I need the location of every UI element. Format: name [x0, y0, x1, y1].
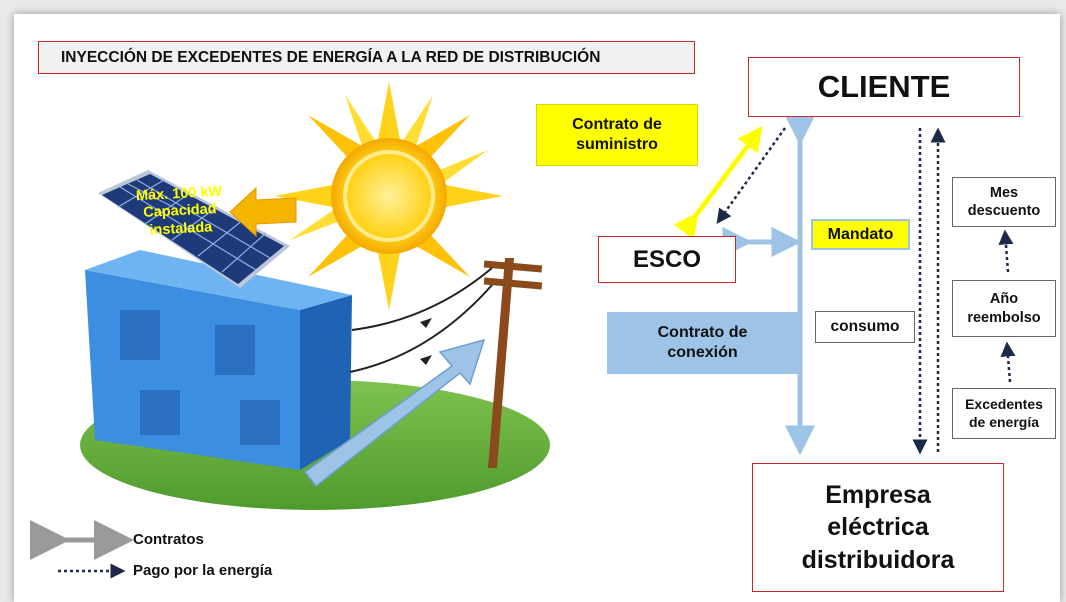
connection-contract-box: Contrato de conexión — [607, 312, 798, 374]
supply-contract-box: Contrato de suministro — [536, 104, 698, 166]
reembolso-to-descuento-arrow — [998, 229, 1014, 273]
supply-contract-line-1: Contrato de — [572, 116, 662, 133]
supply-contract-arrow — [673, 125, 763, 240]
energy-surplus-box: Excedentes de energía — [952, 388, 1056, 439]
yearly-refund-box: Año reembolso — [952, 280, 1056, 337]
power-line-1 — [351, 267, 493, 331]
mandate-label: Mandato — [827, 225, 894, 243]
consumption-label: consumo — [830, 318, 900, 336]
utility-company-line-1: Empresa — [825, 480, 931, 509]
power-line-2 — [349, 284, 493, 373]
connection-contract-line-2: conexión — [667, 344, 738, 361]
energy-surplus-line-1: Excedentes — [965, 396, 1043, 412]
injection-arrow — [303, 338, 486, 488]
utility-company-line-2: eléctrica — [827, 513, 929, 542]
mandate-box: Mandato — [811, 219, 910, 250]
utility-pole-icon — [483, 258, 543, 468]
monthly-discount-line-1: Mes — [989, 184, 1019, 201]
consumption-box: consumo — [815, 311, 915, 343]
yearly-refund-line-1: Año — [989, 291, 1019, 308]
cliente-box: CLIENTE — [748, 57, 1020, 117]
utility-company-box: Empresa eléctrica distribuidora — [752, 463, 1004, 592]
excedentes-to-reembolso-arrow — [1000, 341, 1016, 383]
connection-contract-line-1: Contrato de — [657, 324, 748, 341]
monthly-discount-box: Mes descuento — [952, 177, 1056, 227]
legend-payment-label: Pago por la energía — [133, 562, 273, 579]
sun-to-panel-arrow — [229, 186, 297, 238]
esco-label: ESCO — [632, 245, 701, 273]
monthly-discount-line-2: descuento — [967, 203, 1041, 219]
sun-icon — [275, 82, 503, 310]
esco-box: ESCO — [598, 236, 736, 283]
energy-surplus-line-2: de energía — [968, 413, 1040, 430]
legend-contracts-label: Contratos — [133, 531, 204, 548]
building-icon — [85, 250, 352, 470]
payment-cliente-esco-arrow — [716, 127, 787, 225]
utility-company-line-3: distribuidora — [801, 545, 955, 574]
diagram-title: INYECCIÓN DE EXCEDENTES DE ENERGÍA A LA … — [38, 41, 695, 74]
panel-capacity-label: Máx. 100 kW Capacidad instalada — [119, 183, 242, 241]
supply-contract-line-2: suministro — [576, 136, 658, 153]
cliente-label: CLIENTE — [817, 68, 951, 104]
solar-panel-icon — [98, 170, 290, 288]
yearly-refund-line-2: reembolso — [967, 309, 1041, 326]
